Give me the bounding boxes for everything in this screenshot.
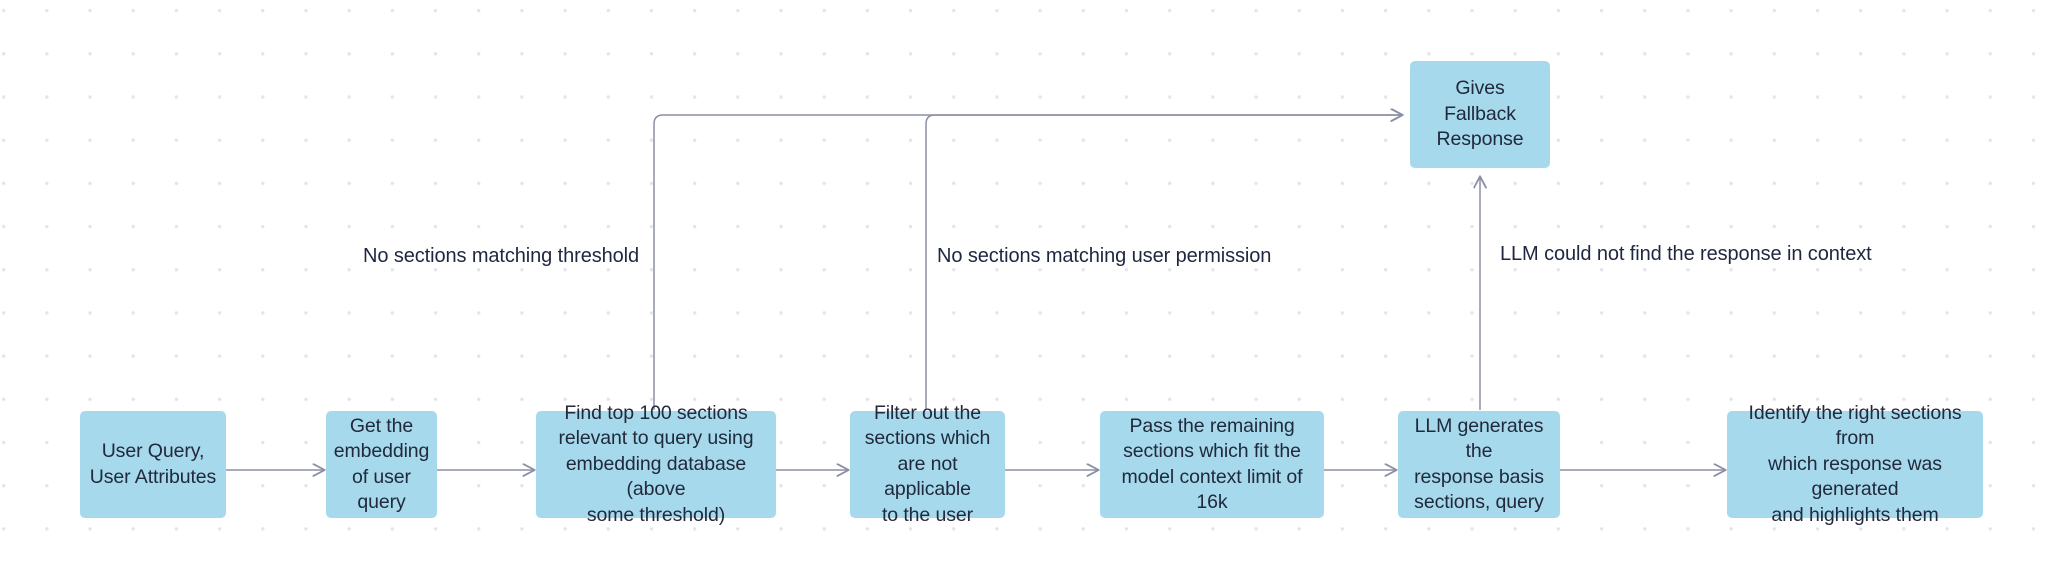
edge-label-llm-no-response-text: LLM could not find the response in conte… (1500, 243, 1872, 265)
node-find-sections-label: Find top 100 sections relevant to query … (558, 401, 754, 526)
node-fallback-response[interactable]: Gives Fallback Response (1410, 61, 1550, 168)
edge-label-no-sections-permission-text: No sections matching user permission (937, 245, 1272, 267)
node-user-query[interactable]: User Query, User Attributes (80, 411, 226, 518)
node-get-embedding-label: Get the embedding of user query (333, 414, 430, 514)
node-filter-sections-label: Filter out the sections which are not ap… (864, 401, 991, 526)
node-identify-sections[interactable]: Identify the right sections from which r… (1727, 402, 1983, 526)
edge-label-llm-no-response: LLM could not find the response in conte… (1500, 241, 1872, 267)
node-llm-generates-label: LLM generates the response basis section… (1414, 414, 1544, 514)
node-pass-sections[interactable]: Pass the remaining sections which fit th… (1100, 411, 1324, 518)
edge-label-no-sections-threshold: No sections matching threshold (363, 243, 639, 269)
node-identify-sections-label: Identify the right sections from which r… (1748, 401, 1962, 526)
node-fallback-response-label: Gives Fallback Response (1436, 77, 1524, 151)
edge-label-no-sections-permission: No sections matching user permission (937, 243, 1271, 269)
node-pass-sections-label: Pass the remaining sections which fit th… (1121, 414, 1303, 514)
node-get-embedding[interactable]: Get the embedding of user query (326, 411, 437, 518)
node-user-query-label: User Query, User Attributes (89, 440, 217, 488)
node-filter-sections[interactable]: Filter out the sections which are not ap… (850, 402, 1005, 526)
edge-label-no-sections-threshold-text: No sections matching threshold (363, 245, 640, 267)
node-find-sections[interactable]: Find top 100 sections relevant to query … (536, 402, 776, 526)
node-llm-generates[interactable]: LLM generates the response basis section… (1398, 411, 1560, 518)
